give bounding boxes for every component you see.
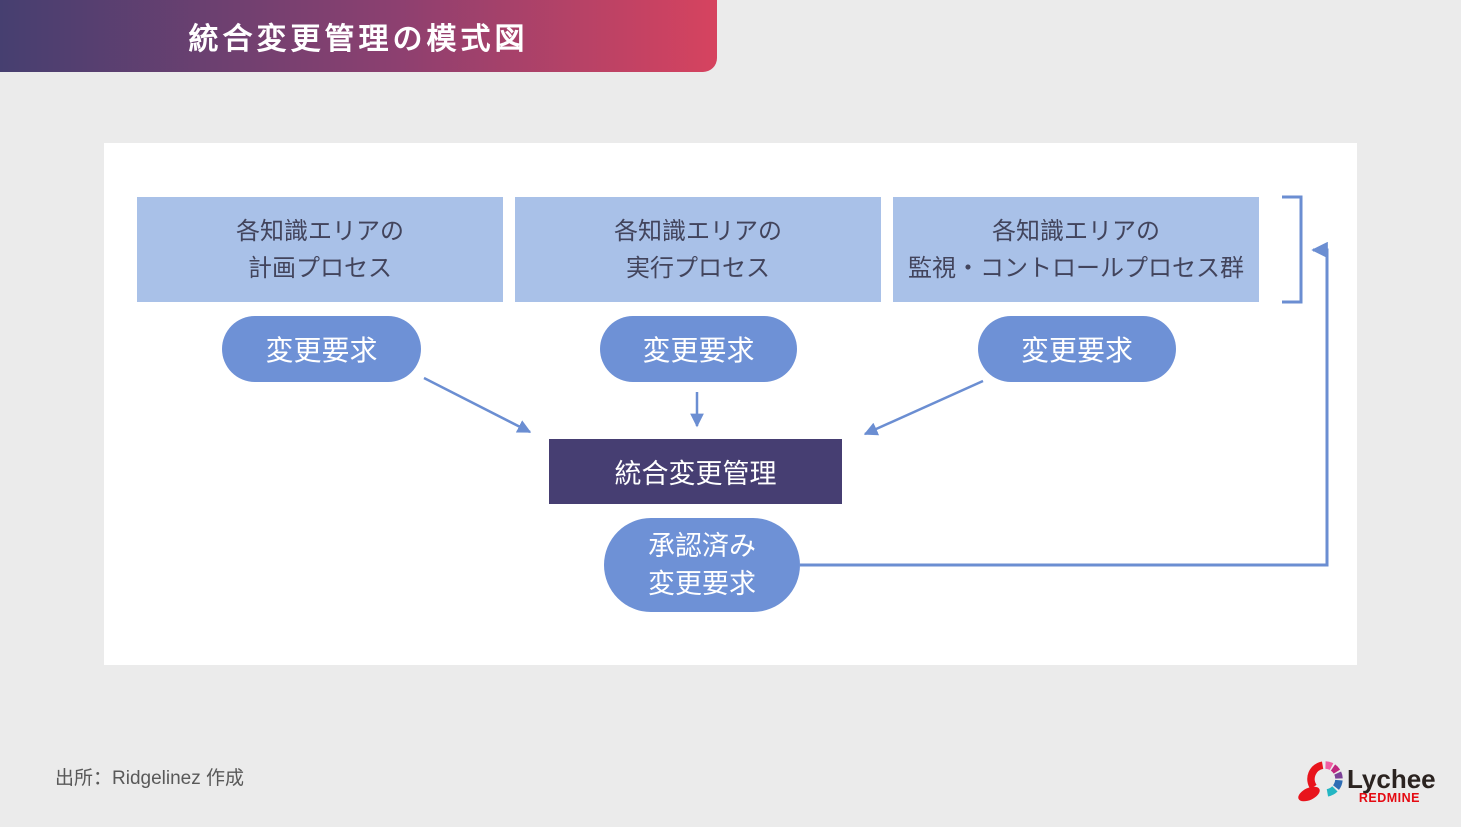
integrated-change-control-label: 統合変更管理 <box>614 459 777 489</box>
process-box-executing: 各知識エリアの 実行プロセス <box>515 197 881 302</box>
logo-product-text: REDMINE <box>1359 791 1420 805</box>
header-banner: 統合変更管理の模式図 <box>0 0 717 72</box>
process-box-planning-line2: 計画プロセス <box>248 254 392 282</box>
process-box-monitoring: 各知識エリアの 監視・コントロールプロセス群 <box>893 197 1259 302</box>
process-box-planning: 各知識エリアの 計画プロセス <box>137 197 503 302</box>
approved-change-request-line1: 承認済み <box>648 531 756 561</box>
change-request-label: 変更要求 <box>642 335 755 366</box>
page-title: 統合変更管理の模式図 <box>188 23 529 56</box>
change-request-pill-executing: 変更要求 <box>600 316 797 382</box>
lychee-leaf-icon <box>1298 786 1320 802</box>
process-box-planning-line1: 各知識エリアの <box>236 217 404 245</box>
source-credit: 出所：Ridgelinez 作成 <box>55 768 244 789</box>
change-request-pill-monitoring: 変更要求 <box>978 316 1176 382</box>
monitoring-group-bracket <box>1282 195 1303 304</box>
process-box-executing-line2: 実行プロセス <box>626 254 770 282</box>
arrow-planning-to-central <box>423 376 532 434</box>
approved-change-request-line2: 変更要求 <box>648 569 756 599</box>
change-request-label: 変更要求 <box>265 335 378 366</box>
lychee-ring-icon <box>1298 761 1343 802</box>
process-box-executing-line1: 各知識エリアの <box>614 217 782 245</box>
process-box-monitoring-line1: 各知識エリアの <box>992 217 1160 245</box>
change-request-label: 変更要求 <box>1020 335 1133 366</box>
lychee-redmine-logo: Lychee REDMINE <box>1298 761 1436 805</box>
process-box-monitoring-line2: 監視・コントロールプロセス群 <box>908 254 1244 282</box>
arrow-monitoring-to-central <box>863 379 984 436</box>
change-request-pill-planning: 変更要求 <box>222 316 421 382</box>
integrated-change-control-box: 統合変更管理 <box>549 439 842 504</box>
logo-brand-text: Lychee <box>1347 764 1436 794</box>
diagram-card: 各知識エリアの 計画プロセス 各知識エリアの 実行プロセス 各知識エリアの 監視… <box>104 143 1357 665</box>
approved-change-request-pill: 承認済み 変更要求 <box>604 518 800 612</box>
